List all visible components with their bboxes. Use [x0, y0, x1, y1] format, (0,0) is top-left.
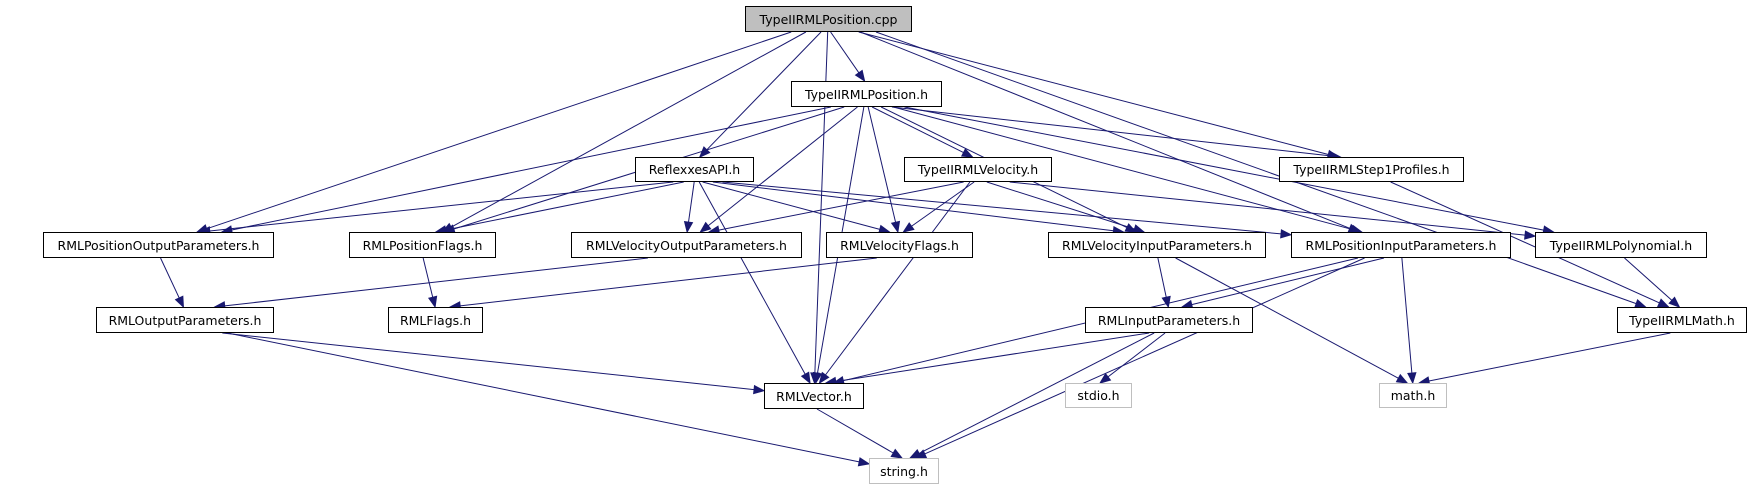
- edge-velh-to-vip: [986, 181, 1135, 230]
- arrowhead-icon: [753, 384, 766, 395]
- node-typeiirmlmath-h[interactable]: TypeIIRMLMath.h: [1617, 307, 1747, 333]
- edge-cpp-to-pop: [206, 31, 792, 230]
- edge-op-to-vec: [222, 332, 755, 391]
- node-rmlvelocityinputparameters-h[interactable]: RMLVelocityInputParameters.h: [1048, 232, 1266, 258]
- arrowhead-icon: [902, 222, 915, 233]
- edge-cpp-to-step1: [858, 31, 1329, 155]
- edge-velh-to-vec: [825, 181, 971, 376]
- node-typeiirmlstep1profiles-h[interactable]: TypeIIRMLStep1Profiles.h: [1279, 157, 1464, 182]
- arrowhead-icon: [1524, 230, 1537, 240]
- edge-api-to-vop: [688, 181, 695, 223]
- arrowhead-icon: [818, 371, 830, 385]
- edge-op-to-string: [227, 332, 860, 463]
- arrowhead-icon: [1395, 373, 1409, 384]
- node-rmlflags-h[interactable]: RMLFlags.h: [388, 307, 483, 333]
- node-typeiirmlpolynomial-h[interactable]: TypeIIRMLPolynomial.h: [1535, 232, 1707, 258]
- node-typeiirmlposition-h[interactable]: TypeIIRMLPosition.h: [791, 81, 942, 107]
- node-typeiirmlposition-cpp[interactable]: TypeIIRMLPosition.cpp: [745, 6, 912, 32]
- edge-api-to-pflags: [445, 181, 684, 231]
- node-string-h: string.h: [869, 458, 939, 484]
- edge-cpp-to-api: [706, 31, 822, 151]
- edge-vip-to-ip: [1157, 257, 1167, 298]
- node-stdio-h: stdio.h: [1065, 383, 1132, 408]
- node-reflexxesapi-h[interactable]: ReflexxesAPI.h: [635, 157, 754, 182]
- edge-pip-to-mathh: [1401, 257, 1413, 374]
- edge-ip-to-string: [918, 332, 1155, 454]
- edge-pip-to-ip: [1191, 257, 1385, 306]
- edge-velh-to-poly: [1009, 181, 1526, 236]
- edge-ip-to-stdio: [1107, 332, 1166, 378]
- arrowhead-icon: [890, 220, 901, 234]
- edge-poly-to-math2: [1624, 257, 1673, 301]
- arrowhead-icon: [683, 220, 694, 234]
- arrowhead-icon: [427, 295, 438, 309]
- arrowhead-icon: [1099, 372, 1112, 384]
- edge-velh-to-vflags: [911, 181, 975, 227]
- node-rmlvelocityflags-h[interactable]: RMLVelocityFlags.h: [826, 232, 973, 258]
- edge-api-to-vflags: [702, 181, 880, 230]
- edge-ip-to-vec: [835, 332, 1150, 382]
- edge-math2-to-mathh: [1428, 332, 1671, 382]
- edge-api-to-pip: [722, 181, 1282, 235]
- arrowhead-icon: [908, 448, 922, 459]
- node-rmlpositioninputparameters-h[interactable]: RMLPositionInputParameters.h: [1291, 232, 1511, 258]
- edge-posh-to-step1: [891, 106, 1331, 157]
- node-rmlvelocityoutputparameters-h[interactable]: RMLVelocityOutputParameters.h: [571, 232, 802, 258]
- node-rmloutputparameters-h[interactable]: RMLOutputParameters.h: [96, 307, 274, 333]
- edge-velh-to-vop: [718, 181, 964, 231]
- node-rmlvector-h[interactable]: RMLVector.h: [764, 383, 864, 409]
- edge-posh-to-vflags: [867, 106, 897, 223]
- arrowhead-icon: [890, 448, 904, 459]
- arrowhead-icon: [960, 148, 974, 158]
- node-typeiirmlvelocity-h[interactable]: TypeIIRMLVelocity.h: [904, 157, 1052, 182]
- edge-cpp-to-pflags: [450, 31, 807, 228]
- edge-vflags-to-flags: [460, 257, 877, 307]
- arrowhead-icon: [1280, 229, 1293, 239]
- arrowhead-icon: [800, 371, 811, 385]
- arrowhead-icon: [174, 295, 184, 309]
- edge-pop-to-op: [160, 257, 180, 299]
- node-rmlpositionflags-h[interactable]: RMLPositionFlags.h: [349, 232, 496, 258]
- arrowhead-icon: [1657, 298, 1670, 308]
- arrowhead-icon: [1161, 295, 1171, 309]
- arrowhead-icon: [812, 371, 823, 385]
- arrowhead-icon: [1407, 372, 1417, 385]
- edge-pip-to-string: [924, 257, 1365, 455]
- edge-api-to-vec: [698, 181, 806, 375]
- edge-pflags-to-flags: [422, 257, 434, 298]
- edge-api-to-pop: [209, 181, 674, 232]
- edge-posh-to-pop: [231, 106, 831, 231]
- edge-posh-to-velh: [871, 106, 964, 153]
- edge-api-to-vip: [712, 181, 1114, 232]
- edge-cpp-to-math2: [875, 31, 1637, 305]
- node-math-h: math.h: [1379, 383, 1447, 408]
- node-rmlinputparameters-h[interactable]: RMLInputParameters.h: [1085, 307, 1253, 333]
- edge-posh-to-poly: [904, 106, 1544, 231]
- node-rmlpositionoutputparameters-h[interactable]: RMLPositionOutputParameters.h: [43, 232, 274, 258]
- edge-posh-to-vop: [707, 106, 858, 227]
- edge-cpp-to-pip: [860, 31, 1350, 229]
- edge-vec-to-string: [816, 408, 894, 454]
- edge-cpp-to-posh: [830, 31, 860, 74]
- arrowhead-icon: [854, 69, 866, 83]
- edge-step1-to-math2: [1390, 181, 1660, 304]
- edge-vip-to-mathh: [1175, 257, 1399, 379]
- arrowhead-icon: [1668, 296, 1681, 308]
- arrowhead-icon: [699, 221, 712, 233]
- edge-vop-to-op: [224, 257, 648, 307]
- arrowhead-icon: [857, 457, 871, 467]
